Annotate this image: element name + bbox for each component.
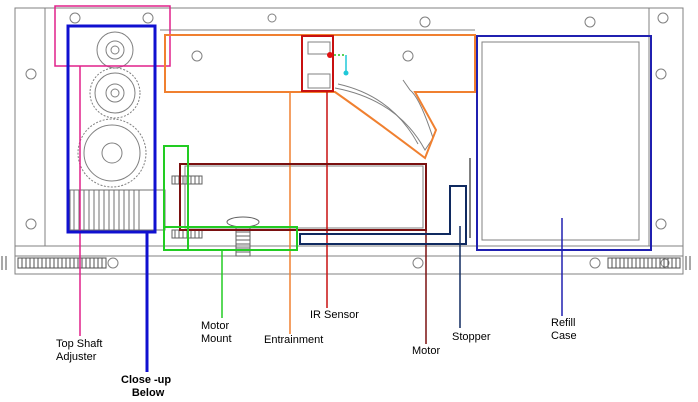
motor-mount-box-upper xyxy=(163,145,189,251)
label-top-shaft-adjuster: Top Shaft Adjuster xyxy=(56,338,103,363)
refill-case-inner xyxy=(481,41,640,241)
label-ir-sensor: IR Sensor xyxy=(310,309,359,321)
entrainment-arm xyxy=(334,79,434,151)
entrainment-outline xyxy=(164,34,476,160)
chassis-inner xyxy=(44,7,650,247)
stopper-outline xyxy=(299,185,467,245)
motor-box xyxy=(179,163,427,231)
bottom-rails xyxy=(1,256,691,270)
ir-sensor-marker xyxy=(327,52,349,76)
refill-case-box xyxy=(476,35,652,251)
label-close-up-below: Close -up Below xyxy=(121,374,172,399)
mounting-holes xyxy=(25,12,670,269)
ir-sensor-box xyxy=(301,35,334,92)
label-entrainment: Entrainment xyxy=(264,334,324,346)
machine-drawing xyxy=(1,7,691,275)
motor-body xyxy=(184,165,424,229)
label-motor: Motor xyxy=(412,345,441,357)
worm-gear xyxy=(69,189,166,231)
label-stopper: Stopper xyxy=(452,331,491,343)
label-motor-mount: Motor Mount xyxy=(201,320,232,345)
gear-train xyxy=(77,31,147,188)
motor-mount-box-lower xyxy=(163,226,298,251)
label-refill-case: Refill Case xyxy=(551,317,577,342)
close-up-below-box xyxy=(66,24,157,234)
